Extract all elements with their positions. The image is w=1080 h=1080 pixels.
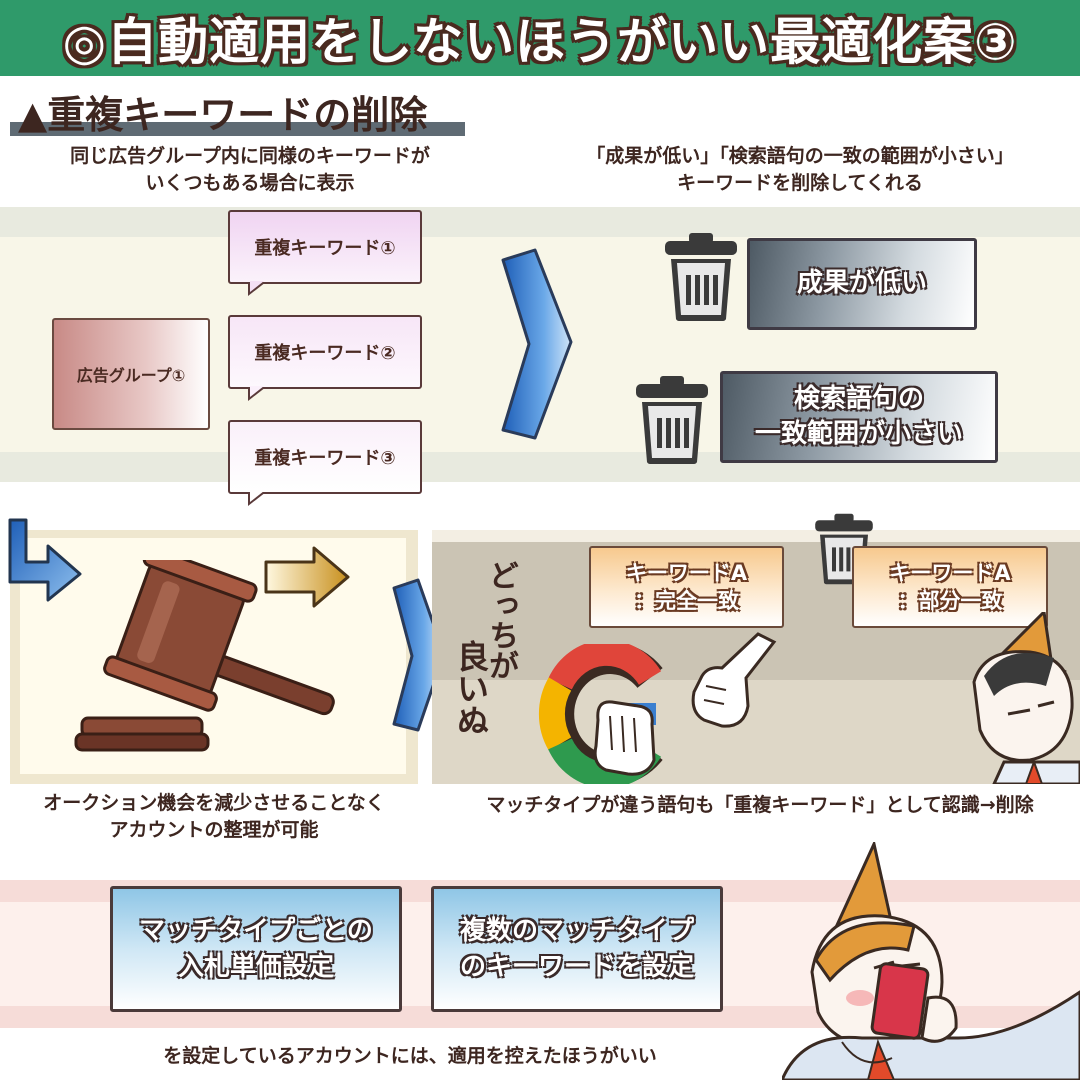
caption-line: キーワードを削除してくれる — [677, 171, 923, 194]
result-box-narrow-match: 検索語句の 一致範囲が小さい — [720, 371, 998, 463]
blue-arrow-icon — [392, 578, 446, 732]
sound-effect-which: どっちが — [483, 560, 518, 680]
gavel-icon — [74, 560, 335, 752]
caption-line: アカウントの整理が可能 — [109, 818, 319, 841]
caption-line: 「成果が低い」「検索語句の一致の範囲が小さい」 — [586, 145, 1014, 167]
caption-line: オークション機会を減少させることなく — [43, 792, 385, 814]
gloved-hand-icon — [593, 700, 656, 776]
keyword-line: ：部分一致 — [897, 589, 1003, 613]
info-box-multiple-match-types: 複数のマッチタイプ のキーワードを設定 — [431, 886, 723, 1012]
header-bar: ◎自動適用をしないほうがいい最適化案③ — [0, 0, 1080, 76]
caption-bottom: を設定しているアカウントには、適用を控えたほうがいい — [163, 1045, 657, 1067]
gold-arrow-icon — [264, 546, 350, 608]
ad-group-box: 広告グループ① — [52, 318, 210, 430]
character-illustration — [972, 612, 1080, 784]
info-box-bid-per-match-type: マッチタイプごとの 入札単価設定 — [110, 886, 402, 1012]
result-line: 検索語句の — [793, 383, 924, 414]
duplicate-keyword-bubble: 重複キーワード③ — [228, 420, 422, 506]
section-heading: ▲重複キーワードの削除 — [10, 82, 470, 138]
duplicate-keyword-bubble: 重複キーワード② — [228, 315, 422, 401]
caption-line: いくつもある場合に表示 — [145, 171, 355, 194]
trash-icon — [636, 376, 708, 464]
duplicate-keyword-bubble: 重複キーワード① — [228, 210, 422, 296]
keyword-a-phrase-match: キーワードA ：部分一致 — [852, 546, 1048, 628]
bubble-label: 重複キーワード③ — [254, 448, 396, 469]
info-line: マッチタイプごとの — [139, 915, 373, 946]
blue-arrow-icon — [501, 248, 573, 440]
caption-top-left: 同じ広告グループ内に同様のキーワードが いくつもある場合に表示 — [40, 143, 460, 196]
result-line: 一致範囲が小さい — [754, 419, 963, 449]
keyword-line: ：完全一致 — [633, 589, 739, 613]
result-box-low-performance: 成果が低い — [747, 238, 977, 330]
heading-underline — [10, 122, 465, 136]
section-heading-text: ▲重複キーワードの削除 — [18, 93, 428, 137]
blue-arrow-icon — [8, 518, 82, 602]
sound-effect-good: 良いぬ — [452, 640, 490, 736]
caption-mid-right: マッチタイプが違う語句も「重複キーワード」として認識→削除 — [486, 794, 1034, 816]
caption-line: 同じ広告グループ内に同様のキーワードが — [70, 145, 430, 167]
info-line: 複数のマッチタイプ — [459, 915, 694, 946]
keyword-line: キーワードA — [889, 560, 1011, 585]
keyword-a-exact-match: キーワードA ：完全一致 — [589, 546, 784, 628]
info-line: 入札単価設定 — [177, 952, 334, 982]
caption-mid-left: オークション機会を減少させることなく アカウントの整理が可能 — [10, 790, 418, 843]
pointing-hand-icon — [691, 632, 777, 728]
page-title: ◎自動適用をしないほうがいい最適化案③ — [62, 13, 1018, 71]
result-line: 成果が低い — [796, 268, 927, 299]
bubble-label: 重複キーワード① — [254, 238, 396, 259]
bubble-label: 重複キーワード② — [254, 343, 396, 364]
referee-character-illustration — [782, 842, 1080, 1080]
keyword-line: キーワードA — [625, 560, 748, 585]
trash-icon — [665, 233, 737, 321]
info-line: のキーワードを設定 — [459, 952, 694, 982]
caption-top-right: 「成果が低い」「検索語句の一致の範囲が小さい」 キーワードを削除してくれる — [540, 143, 1060, 196]
